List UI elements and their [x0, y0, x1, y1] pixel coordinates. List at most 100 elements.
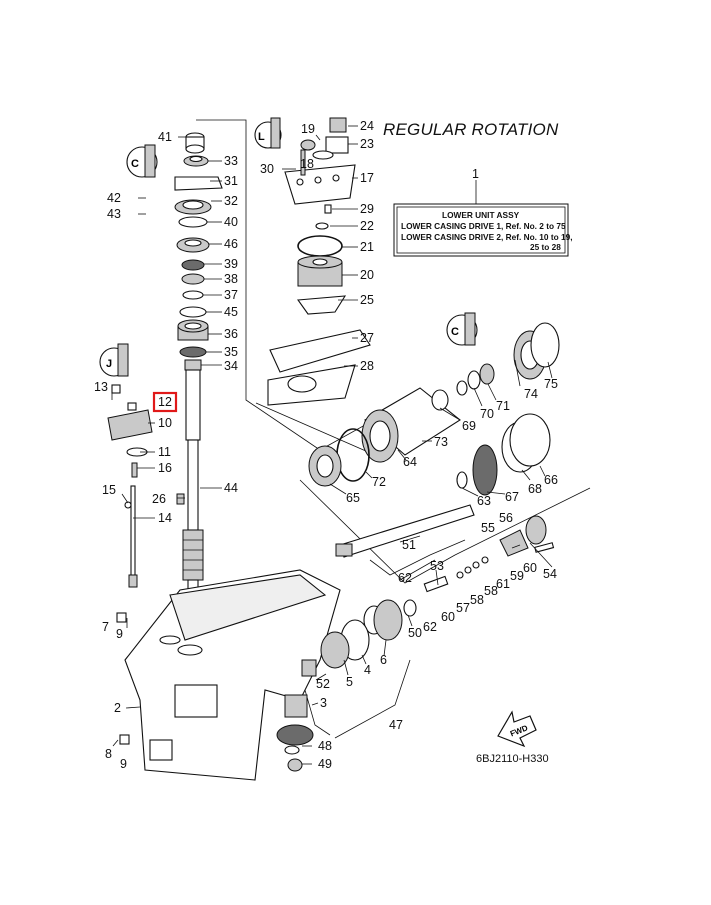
part-label-60b[interactable]: 60 [441, 610, 455, 624]
part-label-68[interactable]: 68 [528, 482, 542, 496]
part-label-42[interactable]: 42 [107, 191, 121, 205]
part-label-66[interactable]: 66 [544, 473, 558, 487]
drawing-code: 6BJ2110-H330 [476, 753, 549, 765]
part-label-26[interactable]: 26 [152, 492, 166, 506]
part-label-11[interactable]: 11 [158, 445, 171, 459]
part-label-48[interactable]: 48 [318, 739, 332, 753]
part-label-67[interactable]: 67 [505, 490, 519, 504]
part-label-23[interactable]: 23 [360, 137, 374, 151]
part-label-4[interactable]: 4 [364, 663, 371, 677]
part-label-53[interactable]: 53 [430, 559, 444, 573]
part-label-65[interactable]: 65 [346, 491, 360, 505]
part-label-43[interactable]: 43 [107, 207, 121, 221]
grease-icon: C [126, 144, 158, 178]
forward-direction-arrow: FWD [497, 710, 537, 748]
sealant-icon: L [254, 117, 282, 149]
part-label-57[interactable]: 57 [456, 601, 470, 615]
part-label-30[interactable]: 30 [260, 162, 274, 176]
part-label-9[interactable]: 9 [116, 627, 123, 641]
part-label-38[interactable]: 38 [224, 272, 238, 286]
part-label-18[interactable]: 18 [300, 157, 314, 171]
part-label-36[interactable]: 36 [224, 327, 238, 341]
part-label-56[interactable]: 56 [499, 511, 513, 525]
part-label-33[interactable]: 33 [224, 154, 238, 168]
part-label-72[interactable]: 72 [372, 475, 386, 489]
part-label-3[interactable]: 3 [320, 696, 327, 710]
part-label-69[interactable]: 69 [462, 419, 476, 433]
torque-icon: J [99, 343, 129, 377]
part-label-49[interactable]: 49 [318, 757, 332, 771]
part-label-10[interactable]: 10 [158, 416, 172, 430]
assembly-name: LOWER UNIT ASSY [442, 210, 520, 220]
part-label-59[interactable]: 59 [510, 569, 524, 583]
part-label-58b[interactable]: 58 [484, 584, 498, 598]
part-label-50[interactable]: 50 [408, 626, 422, 640]
part-label-73[interactable]: 73 [434, 435, 448, 449]
part-label-63[interactable]: 63 [477, 494, 491, 508]
part-label-28[interactable]: 28 [360, 359, 374, 373]
assembly-line-1: LOWER CASING DRIVE 1, Ref. No. 2 to 75 [401, 221, 566, 231]
part-label-39[interactable]: 39 [224, 257, 238, 271]
part-label-20[interactable]: 20 [360, 268, 374, 282]
svg-text:J: J [106, 358, 112, 370]
part-label-74[interactable]: 74 [524, 387, 538, 401]
part-label-71[interactable]: 71 [496, 399, 510, 413]
part-label-47[interactable]: 47 [389, 718, 403, 732]
part-label-15[interactable]: 15 [102, 483, 116, 497]
part-label-6[interactable]: 6 [380, 653, 387, 667]
group-frames [196, 119, 591, 739]
part-label-16[interactable]: 16 [158, 461, 172, 475]
part-label-44[interactable]: 44 [224, 481, 238, 495]
part-label-25[interactable]: 25 [360, 293, 374, 307]
leader-lines [111, 125, 553, 765]
part-label-52[interactable]: 52 [316, 677, 330, 691]
svg-text:C: C [451, 326, 459, 338]
svg-text:C: C [131, 158, 139, 170]
part-label-19[interactable]: 19 [301, 122, 315, 136]
assembly-line-2: LOWER CASING DRIVE 2, Ref. No. 10 to 19, [401, 232, 573, 242]
part-label-70[interactable]: 70 [480, 407, 494, 421]
part-label-45[interactable]: 45 [224, 305, 238, 319]
part-label-13[interactable]: 13 [94, 380, 108, 394]
lower-casing [116, 569, 341, 781]
part-label-2[interactable]: 2 [114, 701, 121, 715]
part-label-14[interactable]: 14 [158, 511, 172, 525]
part-label-34[interactable]: 34 [224, 359, 238, 373]
part-label-22[interactable]: 22 [360, 219, 374, 233]
part-label-51[interactable]: 51 [402, 538, 416, 552]
drive-shaft-assembly [174, 132, 223, 603]
part-label-55[interactable]: 55 [481, 521, 495, 535]
part-label-17[interactable]: 17 [360, 171, 374, 185]
part-label-54[interactable]: 54 [543, 567, 557, 581]
part-label-58[interactable]: 58 [470, 593, 484, 607]
part-label-32[interactable]: 32 [224, 194, 238, 208]
part-label-60[interactable]: 60 [523, 561, 537, 575]
part-label-35[interactable]: 35 [224, 345, 238, 359]
part-labels: 41 33 31 32 40 46 39 38 37 45 36 35 34 4… [94, 119, 558, 771]
part-label-61[interactable]: 61 [496, 577, 510, 591]
part-label-27[interactable]: 27 [360, 331, 374, 345]
part-label-46[interactable]: 46 [224, 237, 238, 251]
part-label-9b[interactable]: 9 [120, 757, 127, 771]
part-label-64[interactable]: 64 [403, 455, 417, 469]
part-label-62[interactable]: 62 [398, 571, 412, 585]
part-label-21[interactable]: 21 [360, 240, 374, 254]
grease-icon: C [446, 312, 478, 346]
part-label-8[interactable]: 8 [105, 747, 112, 761]
part-label-12[interactable]: 12 [158, 395, 172, 409]
part-label-1[interactable]: 1 [472, 167, 479, 181]
diagram-title: REGULAR ROTATION [383, 120, 559, 139]
part-label-40[interactable]: 40 [224, 215, 238, 229]
part-label-41[interactable]: 41 [158, 130, 172, 144]
part-label-62b[interactable]: 62 [423, 620, 437, 634]
part-label-24[interactable]: 24 [360, 119, 374, 133]
part-label-31[interactable]: 31 [224, 174, 238, 188]
part-label-29[interactable]: 29 [360, 202, 374, 216]
water-pump-assembly [267, 117, 371, 406]
part-label-7[interactable]: 7 [102, 620, 109, 634]
part-label-37[interactable]: 37 [224, 288, 238, 302]
highlighted-part-box [152, 391, 178, 413]
part-label-5[interactable]: 5 [346, 675, 353, 689]
part-label-75[interactable]: 75 [544, 377, 558, 391]
